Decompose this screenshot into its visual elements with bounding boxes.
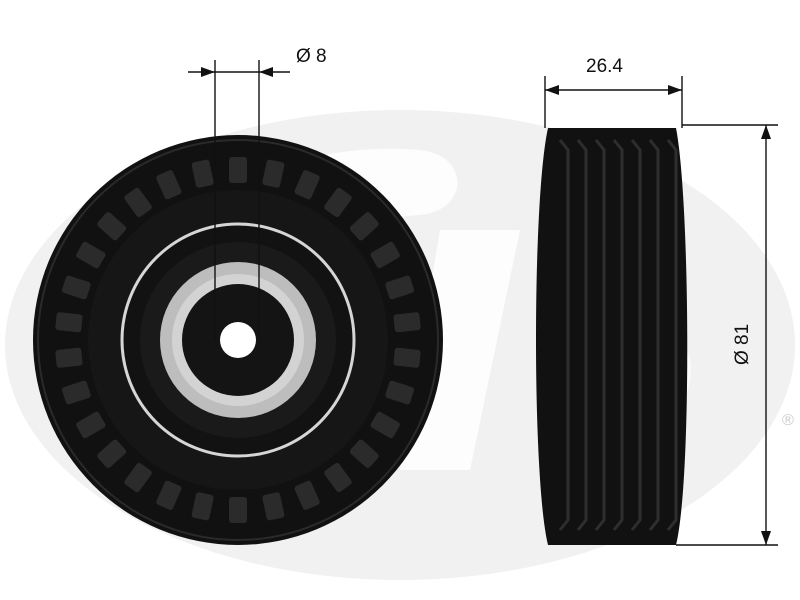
pulley-side-view [536,128,688,545]
slot [124,187,152,218]
slot [76,411,106,439]
slot [385,275,415,300]
width-dimension: 26.4 [544,56,683,128]
groove [612,139,624,531]
slot [229,157,247,183]
groove [594,139,606,531]
slot [324,462,352,493]
slot [61,380,91,405]
slot [191,159,214,188]
outer-diameter-label: Ø 81 [732,324,753,365]
slot [97,439,127,468]
width-label: 26.4 [586,56,623,77]
slot [294,170,320,200]
slot [61,275,91,300]
slot [393,347,421,368]
center-bore [220,322,256,358]
groove [666,139,678,531]
registered-mark: ® [782,412,794,429]
groove [576,139,588,531]
slot [156,170,182,200]
pulley-front-view [33,135,443,545]
slot [55,312,83,333]
slot [262,159,285,188]
slot [349,439,379,468]
slot [349,212,379,241]
slot [76,241,106,269]
slot [156,480,182,510]
slot [324,187,352,218]
slot [55,347,83,368]
slot [191,492,214,521]
slot [97,212,127,241]
slot [370,411,400,439]
slot [229,497,247,523]
outer-diameter-dimension: Ø 81 [676,124,778,546]
pulley-grooves [558,139,678,531]
groove [648,139,660,531]
pulley-slots [55,157,421,523]
slot [393,312,421,333]
slot [124,462,152,493]
bore-diameter-label: Ø 8 [296,46,327,67]
slot [294,480,320,510]
groove [558,139,570,531]
slot [370,241,400,269]
bore-diameter-dimension: Ø 8 [188,46,327,340]
slot [385,380,415,405]
groove [630,139,642,531]
slot [262,492,285,521]
